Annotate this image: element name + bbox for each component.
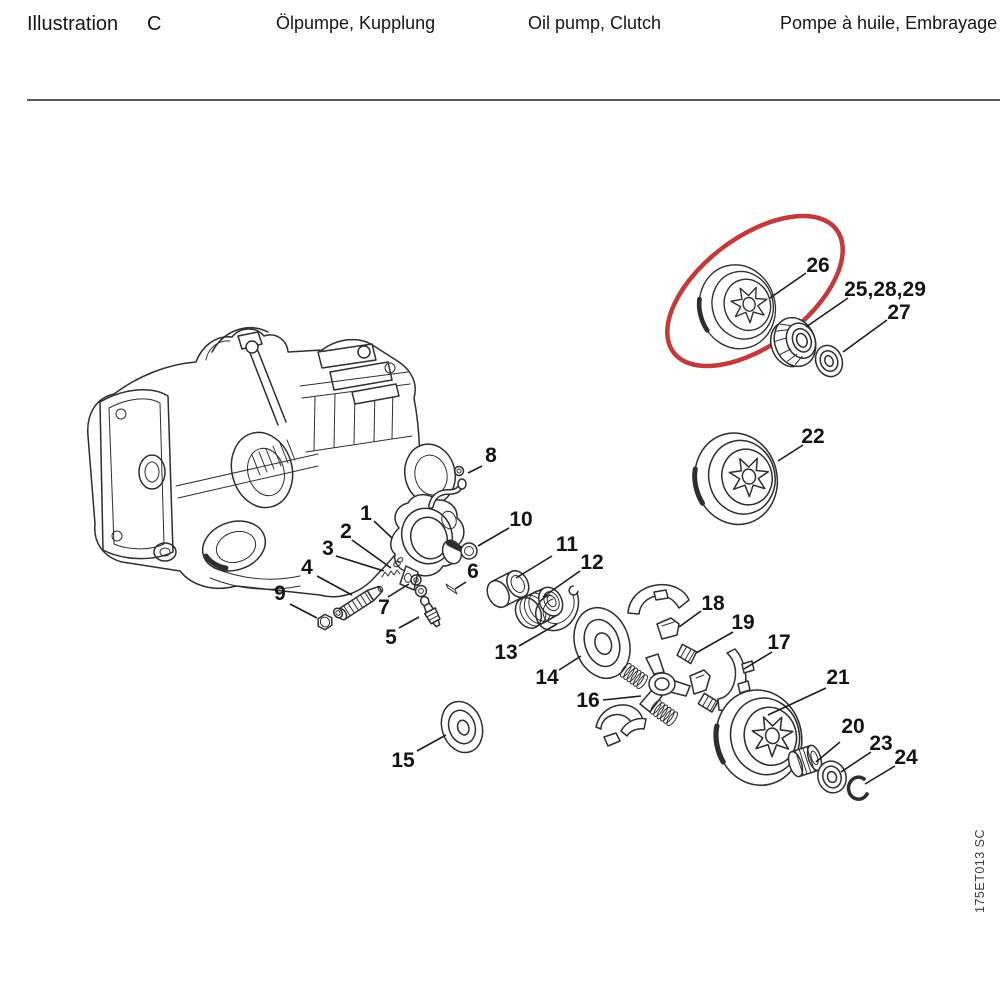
sealing-ring-8	[453, 465, 465, 477]
washer-disc-14	[573, 607, 631, 679]
callout-label-1: 1	[360, 502, 372, 525]
callout-label-9: 9	[274, 582, 286, 605]
callout-label-10: 10	[509, 508, 532, 531]
callout-label-12: 12	[580, 551, 603, 574]
callout-label-17: 17	[767, 631, 790, 654]
clutch-spring-b	[650, 699, 678, 727]
callout-label-26: 26	[806, 254, 829, 277]
callout-leader-line	[289, 603, 318, 619]
pin-6	[445, 583, 458, 595]
clutch-shoe-top	[627, 583, 690, 615]
callout-leader-line	[558, 655, 582, 671]
clutch-spider-16	[639, 653, 691, 713]
spring-clip-13	[535, 585, 580, 632]
callout-leader-line	[387, 583, 410, 598]
callout-leader-line	[518, 623, 558, 647]
callout-leader-line	[815, 741, 841, 763]
title-english: Oil pump, Clutch	[528, 13, 662, 33]
callout-leader-line	[695, 631, 734, 654]
callout-leader-line	[542, 570, 581, 598]
ribbed-barrel	[697, 692, 719, 713]
oil-pump-body	[390, 494, 465, 591]
callout-leader-line	[805, 297, 849, 328]
callout-label-22: 22	[801, 425, 824, 448]
callout-leader-line	[840, 751, 872, 773]
clutch-bent-piece	[689, 669, 711, 695]
callout-leader-line	[678, 610, 702, 628]
callout-label-20: 20	[841, 715, 864, 738]
callout-label-14: 14	[535, 666, 559, 689]
callout-leader-line	[373, 520, 393, 539]
callout-leader-line	[767, 687, 827, 716]
engine-crankcase-drawing	[87, 327, 456, 598]
o-rings-7	[410, 574, 428, 598]
callout-label-19: 19	[731, 611, 754, 634]
callout-leader-line	[769, 272, 807, 299]
callout-label-2: 2	[340, 520, 352, 543]
callout-label-11: 11	[556, 533, 579, 556]
clutch-shoes-bottom	[595, 704, 647, 747]
header-divider	[27, 99, 1000, 101]
callout-leader-line	[842, 319, 888, 353]
title-french: Pompe à huile, Embrayage	[780, 13, 998, 33]
screw-10	[446, 540, 478, 560]
callout-leader-line	[864, 765, 896, 785]
bushing-11	[486, 569, 530, 609]
callout-leader-line	[777, 444, 804, 462]
callout-label-5: 5	[385, 626, 397, 649]
washer-disc-15	[440, 700, 484, 754]
clutch-drum-22	[685, 424, 787, 533]
clutch-block-18	[656, 617, 680, 640]
figure-code: 175ET013 SC	[973, 829, 987, 913]
callout-leader-line	[454, 581, 467, 590]
callout-label-15: 15	[391, 749, 415, 772]
e-clip-24	[846, 775, 869, 801]
callout-layer: 1234567891011121314151617181920212223242…	[274, 254, 926, 785]
clutch-spring-a	[620, 662, 648, 690]
callout-label-21: 21	[826, 666, 850, 689]
callout-leader-line	[602, 695, 642, 701]
callout-label-13: 13	[494, 641, 517, 664]
callout-leader-line	[743, 651, 773, 670]
valve-5	[419, 595, 441, 628]
callout-label-8: 8	[485, 444, 497, 467]
washer-23	[817, 760, 847, 794]
callout-leader-line	[398, 616, 420, 629]
callout-label-25-28-29: 25,28,29	[844, 278, 926, 301]
callout-leader-line	[416, 734, 447, 752]
callout-label-16: 16	[576, 689, 599, 712]
callout-label-27: 27	[887, 301, 910, 324]
callout-leader-line	[467, 465, 483, 474]
washer-27	[814, 344, 844, 378]
callout-label-23: 23	[869, 732, 892, 755]
callout-leader-line	[515, 555, 553, 579]
illustration-letter: C	[147, 13, 162, 35]
spring-washers-2-3	[381, 557, 404, 578]
callout-label-3: 3	[322, 537, 334, 560]
callout-label-7: 7	[378, 596, 390, 619]
callout-label-18: 18	[701, 592, 725, 615]
callout-leader-line	[351, 539, 392, 569]
washer-on-worm	[332, 607, 344, 619]
bearing-assembly-25-28-29	[769, 316, 817, 368]
callout-leader-line	[335, 555, 385, 572]
callout-label-6: 6	[467, 560, 479, 583]
callout-label-24: 24	[894, 746, 918, 769]
nut-9	[317, 613, 333, 631]
illustration-label: Illustration	[27, 13, 119, 35]
callout-label-4: 4	[301, 556, 313, 579]
oil-hose	[428, 478, 467, 509]
title-german: Ölpumpe, Kupplung	[276, 13, 436, 33]
callout-leader-line	[316, 575, 353, 596]
callout-leader-line	[477, 527, 510, 547]
ribbed-piece-19	[676, 643, 698, 665]
